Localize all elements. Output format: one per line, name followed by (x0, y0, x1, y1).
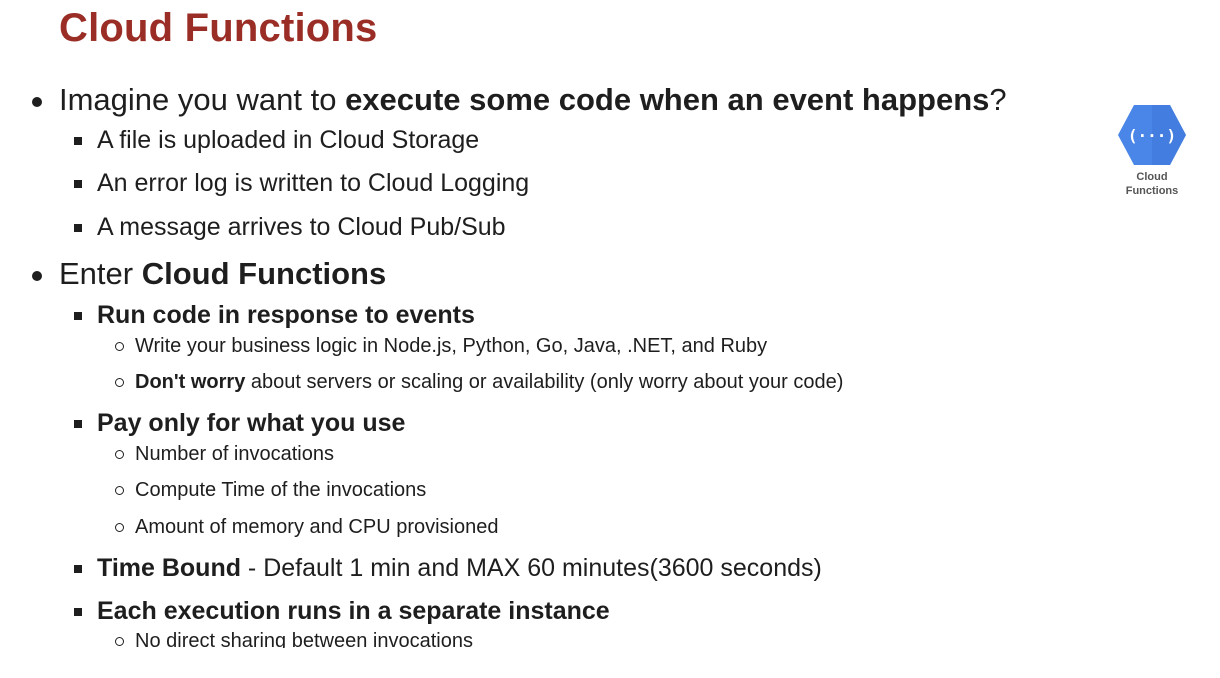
bullet-imagine: Imagine you want to execute some code wh… (32, 82, 1007, 118)
list-item-time-bound: Time Bound - Default 1 min and MAX 60 mi… (74, 554, 822, 583)
sub-item: Compute Time of the invocations (115, 479, 427, 502)
list-item: An error log is written to Cloud Logging (74, 169, 530, 198)
logo-caption-line: Functions (1125, 185, 1179, 197)
sub-item: Amount of memory and CPU provisioned (115, 516, 499, 539)
slide-content: Imagine you want to execute some code wh… (32, 82, 1007, 648)
circle-bullet-icon (115, 523, 124, 532)
square-bullet-icon (74, 565, 82, 573)
square-bullet-icon (74, 608, 82, 616)
bullet-bold-text: execute some code when an event happens (345, 82, 990, 117)
list-item-text: - Default 1 min and MAX 60 minutes(3600 … (240, 554, 822, 582)
square-bullet-icon (74, 180, 82, 188)
sub-item: No direct sharing between invocations (115, 630, 473, 648)
circle-bullet-icon (115, 342, 124, 351)
circle-bullet-icon (115, 486, 124, 495)
bullet-bold-text: Cloud Functions (141, 256, 387, 291)
circle-bullet-icon (115, 637, 124, 646)
sub-item: Number of invocations (115, 443, 334, 466)
bullet-text: Imagine you want to (59, 82, 346, 117)
sub-item: Don't worry about servers or scaling or … (115, 371, 844, 394)
sub-item-text: Write your business logic in Node.js, Py… (135, 335, 768, 357)
bullet-enter: Enter Cloud Functions (32, 256, 387, 292)
sub-item-bold-text: Don't worry (135, 371, 246, 393)
list-item: A message arrives to Cloud Pub/Sub (74, 213, 506, 242)
logo-caption: Cloud Functions (1114, 170, 1190, 198)
list-item-pay: Pay only for what you use (74, 409, 406, 438)
square-bullet-icon (74, 224, 82, 232)
cloud-functions-logo: (···) Cloud Functions (1114, 102, 1190, 198)
list-item-run-code: Run code in response to events (74, 301, 475, 330)
list-item-bold-text: Each execution runs in a separate instan… (97, 597, 610, 625)
square-bullet-icon (74, 312, 82, 320)
bullet-text: Enter (59, 256, 142, 291)
square-bullet-icon (74, 137, 82, 145)
square-bullet-icon (74, 420, 82, 428)
list-item-bold-text: Pay only for what you use (97, 409, 406, 437)
list-item-text: A message arrives to Cloud Pub/Sub (97, 213, 506, 241)
svg-text:(···): (···) (1128, 126, 1176, 145)
sub-item-text: No direct sharing between invocations (135, 630, 473, 648)
cloud-functions-hexagon-icon: (···) (1114, 102, 1190, 168)
sub-item-text: Number of invocations (135, 443, 334, 465)
sub-item: Write your business logic in Node.js, Py… (115, 335, 768, 358)
list-item-each-execution: Each execution runs in a separate instan… (74, 597, 610, 626)
list-item-text: An error log is written to Cloud Logging (97, 169, 530, 197)
logo-caption-line: Cloud (1136, 171, 1168, 183)
disc-bullet-icon (32, 97, 42, 107)
bullet-text: ? (989, 82, 1007, 117)
circle-bullet-icon (115, 450, 124, 459)
list-item-bold-text: Time Bound (97, 554, 241, 582)
disc-bullet-icon (32, 271, 42, 281)
list-item: A file is uploaded in Cloud Storage (74, 126, 480, 155)
slide-title: Cloud Functions (59, 6, 378, 50)
sub-item-text: Amount of memory and CPU provisioned (135, 516, 499, 538)
circle-bullet-icon (115, 378, 124, 387)
sub-item-text: Compute Time of the invocations (135, 479, 427, 501)
list-item-text: A file is uploaded in Cloud Storage (97, 126, 480, 154)
list-item-bold-text: Run code in response to events (97, 301, 475, 329)
sub-item-text: about servers or scaling or availability… (245, 371, 844, 393)
